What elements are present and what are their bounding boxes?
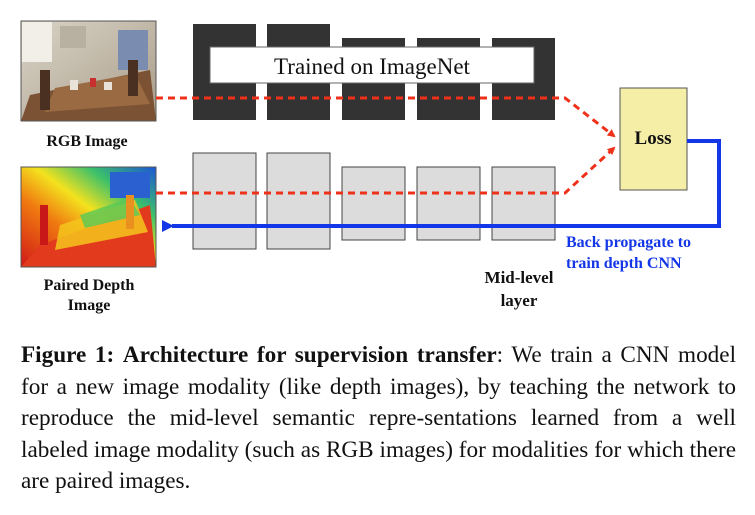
backprop-label-line1: Back propagate to [566, 234, 691, 251]
depth-cnn-layer-5 [491, 166, 556, 241]
depth-image-label-line2: Image [68, 297, 111, 314]
caption-body: : We train a CNN model for a new image m… [21, 342, 737, 494]
depth-image [20, 166, 157, 268]
depth-cnn [192, 152, 556, 250]
depth-cnn-layer-2 [266, 152, 331, 250]
rgb-image-label: RGB Image [46, 133, 127, 150]
depth-cnn-layer-3 [341, 166, 406, 241]
depth-feature-arrow [156, 146, 616, 195]
rgb-feature-arrow [156, 96, 616, 138]
architecture-diagram: Trained on ImageNet Loss RGB Image Paire… [20, 20, 721, 314]
loss-box: Loss [619, 87, 688, 191]
trained-label: Trained on ImageNet [274, 54, 470, 79]
depth-cnn-layer-1 [192, 152, 257, 250]
backprop-label-line2: train depth CNN [566, 255, 682, 272]
caption-prefix: Figure 1: [21, 342, 115, 368]
rgb-cnn: Trained on ImageNet [193, 24, 555, 120]
loss-label: Loss [635, 128, 672, 149]
backprop-arrow [162, 139, 721, 232]
trained-label-box [209, 46, 535, 84]
caption-title: Architecture for supervision transfer [122, 342, 497, 368]
depth-image-label-line1: Paired Depth [44, 277, 135, 294]
midlevel-label-line1: Mid-level [485, 268, 554, 287]
figure-caption: Figure 1: Architecture for supervision t… [21, 340, 736, 498]
depth-cnn-layer-4 [416, 166, 481, 241]
rgb-image [20, 20, 157, 122]
midlevel-label-line2: layer [501, 291, 538, 310]
